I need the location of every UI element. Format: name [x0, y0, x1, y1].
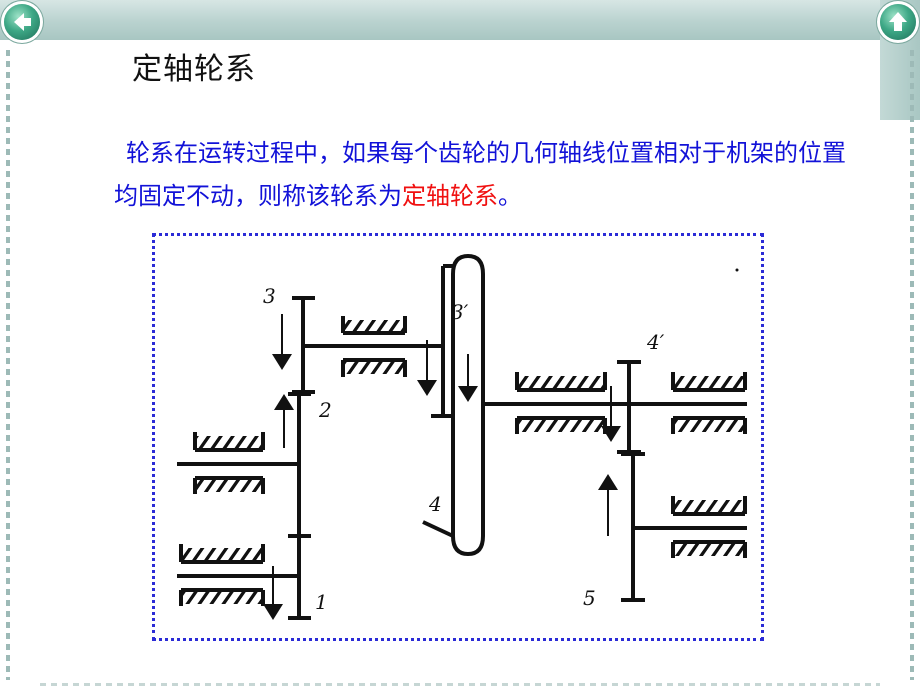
gear-label-3prime: 3′ — [451, 300, 469, 324]
gear-label-3: 3 — [263, 284, 276, 308]
gear-label-4prime: 4′ — [647, 330, 665, 354]
slide-header-bar — [0, 0, 920, 40]
definition-text: 轮系在运转过程中，如果每个齿轮的几何轴线位置相对于机架的位置均固定不动，则称该轮… — [114, 139, 846, 210]
bottom-decor-border — [40, 683, 880, 686]
highlight-term: 定轴轮系 — [402, 182, 498, 210]
left-decor-border — [6, 50, 10, 680]
gear-train-diagram: 3 3′ 2 4′ 4 1 5 — [152, 233, 764, 641]
gear-label-1: 1 — [315, 590, 328, 614]
gear-label-5: 5 — [583, 586, 596, 610]
definition-paragraph: 轮系在运转过程中，如果每个齿轮的几何轴线位置相对于机架的位置均固定不动，则称该轮… — [114, 132, 854, 218]
slide-title: 定轴轮系 — [132, 52, 256, 87]
gear-label-4: 4 — [429, 492, 442, 516]
home-button[interactable] — [880, 4, 916, 40]
gear-train-drawing — [177, 253, 747, 620]
up-arrow-icon — [889, 12, 907, 31]
right-decor-border — [910, 50, 914, 680]
back-button[interactable] — [4, 4, 40, 40]
definition-end: 。 — [498, 182, 522, 210]
gear-label-2: 2 — [319, 398, 332, 422]
back-arrow-icon — [14, 13, 31, 31]
